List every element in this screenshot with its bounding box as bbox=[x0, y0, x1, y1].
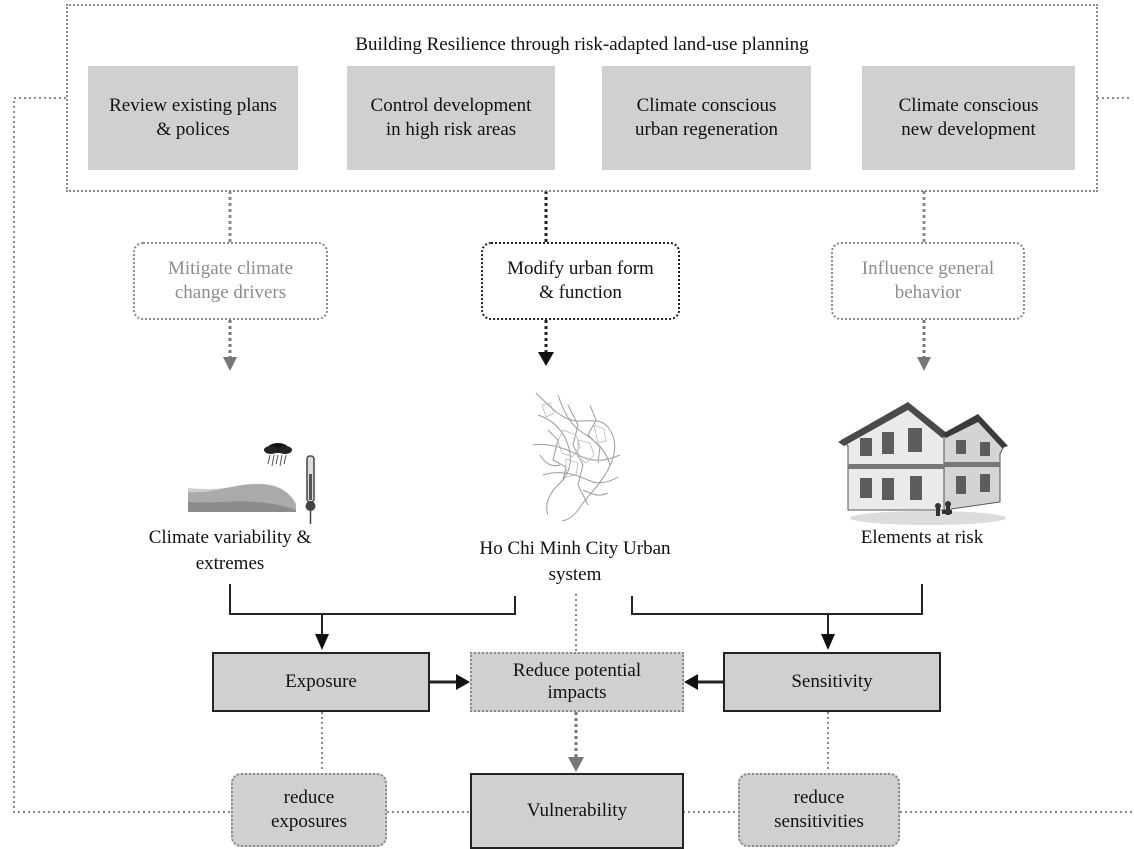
top-frame-title: Building Resilience through risk-adapted… bbox=[355, 34, 809, 55]
driver-modify: Modify urban form & function bbox=[481, 242, 680, 320]
sensitivity-arrowhead bbox=[684, 674, 698, 690]
action-urban-regeneration: Climate conscious urban regeneration bbox=[602, 66, 811, 170]
reduce-exposures-box: reduce exposures bbox=[231, 773, 387, 847]
exposure-box: Exposure bbox=[212, 652, 430, 712]
label-urban-system: Ho Chi Minh City Urban system bbox=[479, 538, 671, 585]
label-climate-variability: Climate variability & extremes bbox=[148, 527, 312, 574]
reduce-sensitivities-box: reduce sensitivities bbox=[738, 773, 900, 847]
driver-influence: Influence general behavior bbox=[831, 242, 1025, 320]
top-frame bbox=[66, 4, 1098, 192]
action-control-development: Control development in high risk areas bbox=[347, 66, 555, 170]
bracket-left-arrowhead bbox=[315, 634, 329, 650]
city-map-icon bbox=[528, 385, 624, 523]
sensitivity-box: Sensitivity bbox=[723, 652, 941, 712]
action-new-development: Climate conscious new development bbox=[862, 66, 1075, 170]
label-elements-at-risk: Elements at risk bbox=[860, 527, 984, 548]
action-review-plans: Review existing plans & polices bbox=[88, 66, 298, 170]
exposure-arrowhead bbox=[456, 674, 470, 690]
bracket-right bbox=[631, 584, 923, 615]
bracket-right-arrowhead bbox=[821, 634, 835, 650]
reduce-impacts-box: Reduce potential impacts bbox=[470, 652, 684, 712]
bracket-left bbox=[229, 584, 516, 615]
vulnerability-box: Vulnerability bbox=[470, 773, 684, 849]
driver-mitigate: Mitigate climate change drivers bbox=[133, 242, 328, 320]
house-icon bbox=[838, 398, 1008, 526]
modify-arrowhead bbox=[538, 352, 554, 366]
vulnerability-arrowhead bbox=[568, 757, 584, 772]
climate-weather-icon bbox=[186, 440, 322, 524]
